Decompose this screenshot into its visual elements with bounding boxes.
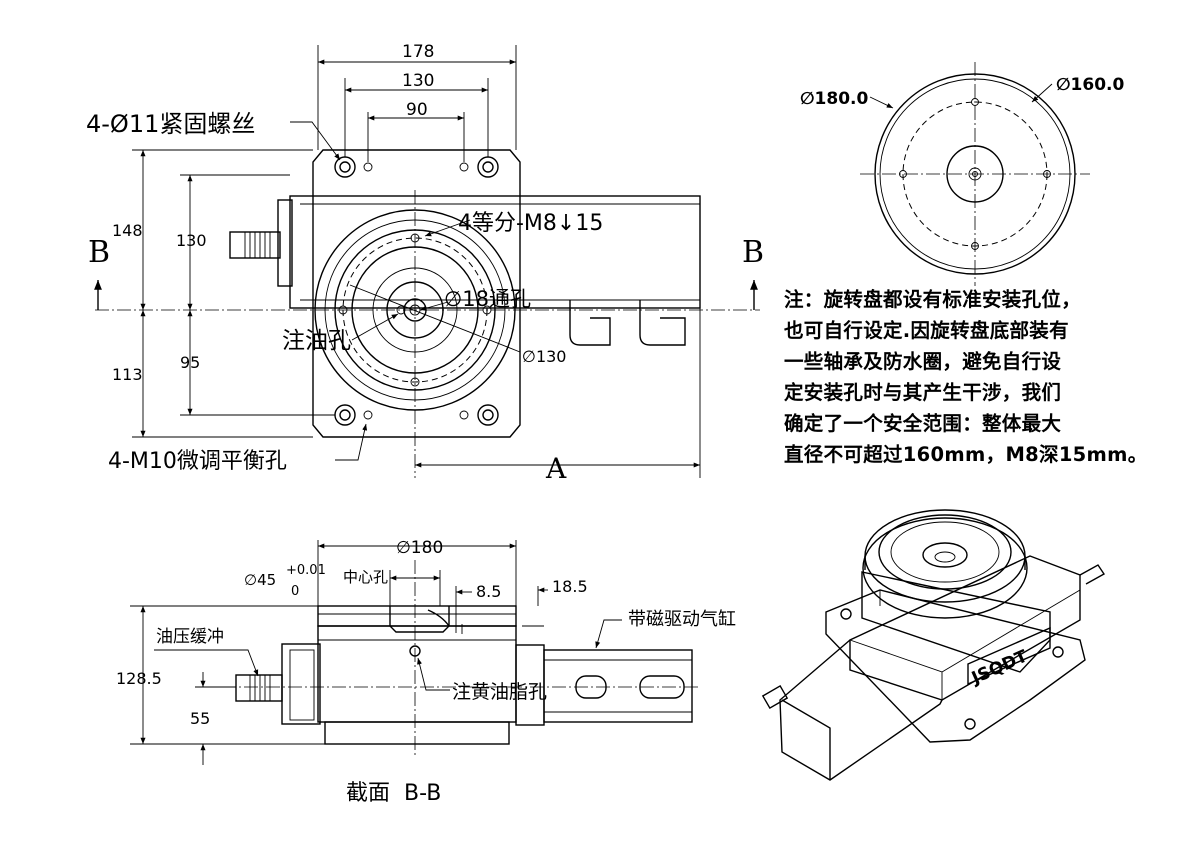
label-bolts: 4-Ø11紧固螺丝 xyxy=(86,110,255,138)
note-line-5: 确定了一个安全范围：整体最大 xyxy=(784,412,1062,435)
dim-128-5: 128.5 xyxy=(116,669,162,688)
dim-95: 95 xyxy=(180,353,200,372)
label-m10-holes: 4-M10微调平衡孔 xyxy=(108,449,287,474)
dim-55: 55 xyxy=(190,709,210,728)
dim-dia-130: ∅130 xyxy=(522,347,566,366)
label-cylinder: 带磁驱动气缸 xyxy=(628,608,736,630)
section-marker-b-right: B xyxy=(742,235,764,270)
label-m8-holes: 4等分-M8↓15 xyxy=(458,211,603,236)
dim-dia-160: ∅160.0 xyxy=(1056,75,1125,95)
dim-tol-zero: 0 xyxy=(291,584,299,599)
note-line-6: 直径不可超过160mm，M8深15mm。 xyxy=(784,443,1148,466)
section-view: ∅180 ∅45 +0.01 0 中心孔 8.5 18.5 带磁驱动气缸 油压缓… xyxy=(116,538,736,806)
note-text: 注：旋转盘都设有标准安装孔位， 也可自行设定.因旋转盘底部装有 一些轴承及防水圈… xyxy=(784,284,1194,470)
section-title: 截面 B-B xyxy=(346,781,441,806)
note-line-1: 注：旋转盘都设有标准安装孔位， xyxy=(784,288,1082,311)
dim-8-5: 8.5 xyxy=(476,582,501,601)
iso-logo: JSQDT xyxy=(968,646,1031,689)
top-view: 178 130 90 148 130 113 95 ∅130 4-Ø11紧固螺丝… xyxy=(86,42,764,485)
label-through-hole: ∅18通孔 xyxy=(444,287,531,311)
label-oil-hole: 注油孔 xyxy=(282,328,351,354)
dim-130-horizontal: 130 xyxy=(402,71,434,91)
note-line-3: 一些轴承及防水圈，避免自行设 xyxy=(784,350,1062,373)
isometric-view: JSQDT xyxy=(761,509,1106,781)
dim-dia-180: ∅180.0 xyxy=(800,89,869,109)
dim-90: 90 xyxy=(406,100,428,120)
section-marker-b-left: B xyxy=(88,235,110,270)
dim-130-vertical: 130 xyxy=(176,231,207,250)
dim-178: 178 xyxy=(402,42,434,62)
round-view: ∅180.0 ∅160.0 xyxy=(800,62,1125,286)
note-line-2: 也可自行设定.因旋转盘底部装有 xyxy=(784,319,1069,342)
dim-18-5: 18.5 xyxy=(552,577,588,596)
label-damper: 油压缓冲 xyxy=(156,627,224,647)
label-center-hole: 中心孔 xyxy=(343,568,388,586)
dim-section-dia-180: ∅180 xyxy=(396,538,443,558)
dim-113: 113 xyxy=(112,365,143,384)
label-grease-hole: 注黄油脂孔 xyxy=(452,681,547,703)
dim-tol-plus: +0.01 xyxy=(286,563,326,578)
dim-148: 148 xyxy=(112,221,143,240)
note-line-4: 定安装孔时与其产生干涉，我们 xyxy=(784,381,1062,404)
dim-center-hole-dia-45: ∅45 xyxy=(244,571,276,589)
label-a: A xyxy=(545,452,567,485)
